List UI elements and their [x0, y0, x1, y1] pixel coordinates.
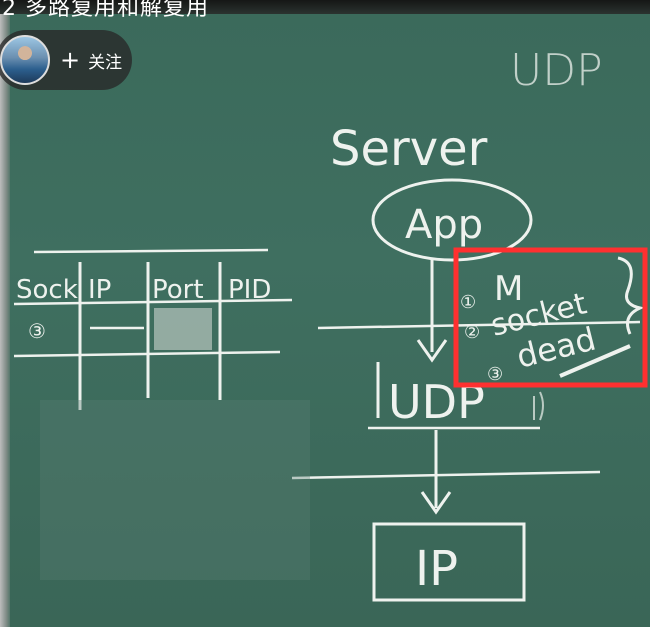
table-header-line: [13, 298, 293, 306]
table-header-sock: Sock: [16, 275, 78, 305]
udp-header-text: UDP: [510, 45, 603, 96]
eraser-haze: [40, 400, 310, 580]
note-m: M: [494, 269, 523, 309]
server-text: Server: [330, 121, 488, 177]
app-text: App: [405, 202, 483, 248]
note-marker-2: ②: [464, 322, 480, 343]
table-row-marker: ③: [28, 319, 46, 343]
note-marker-1: ①: [460, 292, 476, 313]
chalkboard: [10, 12, 650, 627]
table-top-line: [33, 248, 269, 254]
plus-icon: +: [60, 46, 81, 74]
table-header-port: Port: [152, 275, 204, 305]
erased-smudge: [154, 308, 212, 350]
ip-text: IP: [415, 541, 458, 597]
video-title: 2 多路复用和解复用: [2, 0, 209, 21]
udp-right-mark: [533, 391, 544, 421]
board-frame-left: [0, 0, 12, 627]
note-scribble: [559, 344, 631, 378]
layer-divider-2: [291, 470, 601, 480]
avatar[interactable]: [0, 35, 50, 85]
highlight-box: [453, 247, 648, 388]
board-frame-top: [0, 0, 650, 14]
table-header-pid: PID: [228, 275, 271, 305]
follow-label: 关注: [88, 52, 123, 73]
follow-button[interactable]: + 关注: [60, 48, 122, 73]
udp-to-ip-arrowhead: [420, 491, 452, 515]
layer-divider-1: [317, 320, 641, 330]
ip-box: [372, 522, 526, 602]
app-ellipse: [371, 178, 533, 262]
app-to-udp-arrowhead: [416, 339, 448, 363]
note-marker-3: ③: [487, 364, 503, 385]
table-header-ip: IP: [88, 275, 111, 305]
note-brace: [617, 256, 645, 335]
follow-pill: + 关注: [0, 30, 132, 90]
